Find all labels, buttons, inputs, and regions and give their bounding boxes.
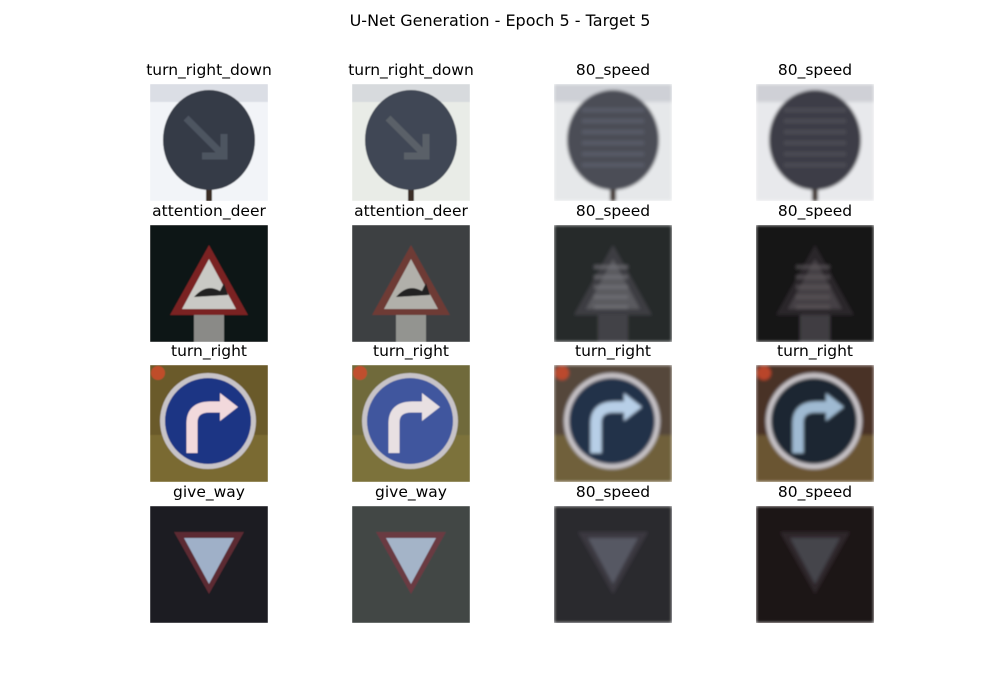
cell-title: turn_right — [575, 342, 651, 360]
cell-title: give_way — [375, 483, 447, 501]
sign-turn-right-icon — [756, 365, 874, 482]
sign-attention-deer-icon — [352, 225, 470, 342]
sign-turn-right-down-icon — [756, 84, 874, 201]
cell-title: 80_speed — [575, 61, 651, 79]
cell-title: 80_speed — [575, 483, 651, 501]
figure-title: U-Net Generation - Epoch 5 - Target 5 — [349, 11, 651, 30]
cell-title: 80_speed — [777, 202, 853, 220]
sign-turn-right-down-icon — [554, 84, 672, 201]
cell-title: 80_speed — [575, 202, 651, 220]
sign-give-way-icon — [150, 506, 268, 623]
sign-give-way-icon — [756, 506, 874, 623]
sign-give-way-icon — [352, 506, 470, 623]
sign-attention-deer-icon — [150, 225, 268, 342]
cell-title: turn_right — [373, 342, 449, 360]
cell-title: give_way — [173, 483, 245, 501]
cell-title: attention_deer — [152, 202, 266, 220]
cell-title: turn_right — [171, 342, 247, 360]
sign-turn-right-down-icon — [352, 84, 470, 201]
cell-title: 80_speed — [777, 61, 853, 79]
sign-turn-right-icon — [352, 365, 470, 482]
cell-title: attention_deer — [354, 202, 468, 220]
cell-title: 80_speed — [777, 483, 853, 501]
cell-title: turn_right_down — [348, 61, 474, 79]
cell-title: turn_right — [777, 342, 853, 360]
cell-title: turn_right_down — [146, 61, 272, 79]
sign-turn-right-icon — [554, 365, 672, 482]
sign-give-way-icon — [554, 506, 672, 623]
sign-turn-right-down-icon — [150, 84, 268, 201]
sign-attention-deer-icon — [756, 225, 874, 342]
sign-turn-right-icon — [150, 365, 268, 482]
sign-attention-deer-icon — [554, 225, 672, 342]
